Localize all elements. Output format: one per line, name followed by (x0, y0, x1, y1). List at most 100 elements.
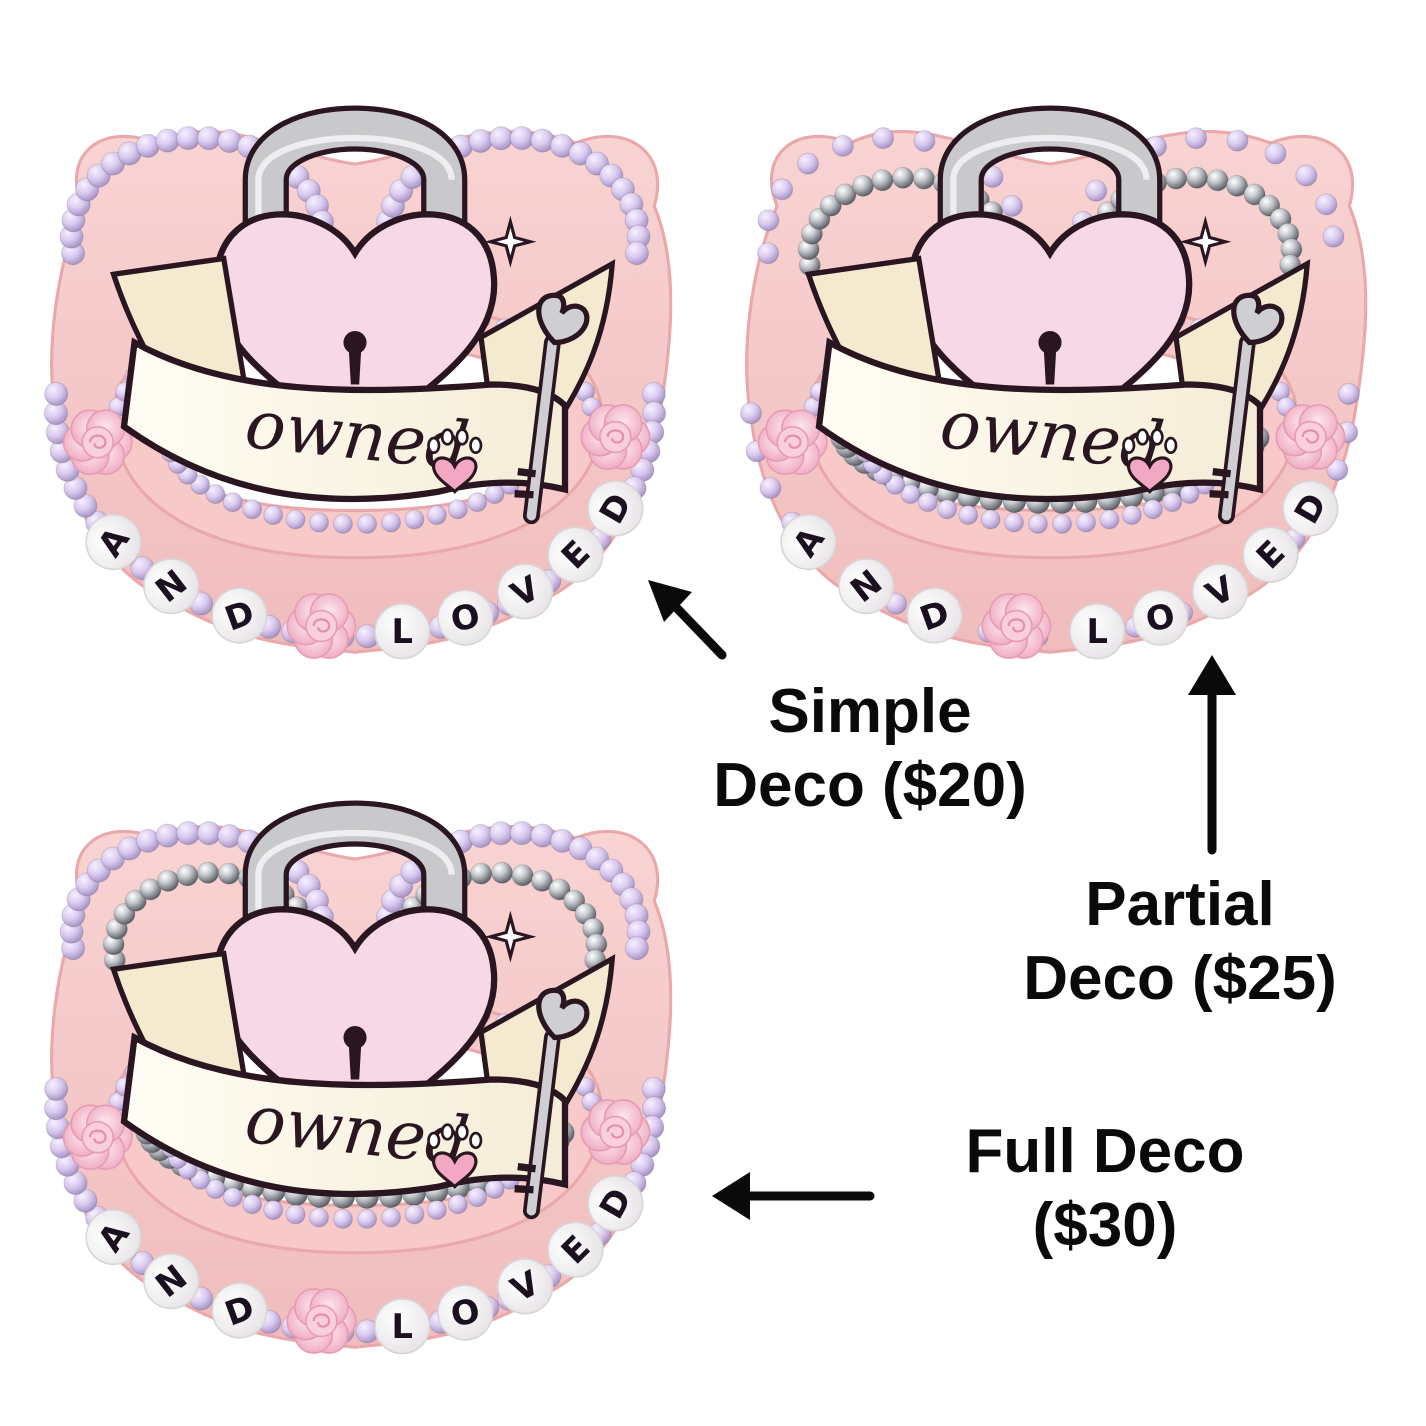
inner-pearl (205, 1179, 226, 1199)
caption-full-deco: Full Deco ($30) (920, 1115, 1290, 1264)
outer-pearl (1322, 225, 1345, 248)
outer-pearl (796, 152, 819, 175)
steel-bead (511, 864, 534, 887)
key-icon (514, 292, 590, 525)
letter-bead: A (780, 513, 837, 571)
letter-bead: N (143, 558, 200, 615)
letter-bead: D (211, 587, 268, 644)
inner-pearl (1004, 512, 1024, 533)
caption-full-line1: Full Deco (965, 1117, 1245, 1186)
inner-pearl (285, 509, 306, 530)
outer-pearl (1264, 142, 1287, 165)
outer-pearl (509, 820, 534, 846)
inner-pearl (447, 1194, 468, 1215)
letter-bead: E (547, 1221, 604, 1278)
letter-bead: E (1242, 526, 1299, 583)
letter-bead-text: L (1087, 612, 1108, 651)
inner-pearl (1179, 484, 1200, 504)
letter-bead: D (1282, 480, 1339, 537)
inner-pearl (885, 474, 906, 495)
letter-bead: V (1192, 563, 1249, 620)
outer-pearl (739, 402, 762, 425)
outer-pearl (488, 821, 514, 846)
outer-pearl (624, 241, 649, 266)
steel-bead (851, 174, 875, 197)
rose-icon (981, 593, 1052, 659)
inner-pearl (263, 1200, 284, 1220)
inner-pearl (484, 1179, 505, 1199)
outer-pearl (73, 493, 98, 518)
outer-pearl (155, 128, 180, 153)
outer-pearl (196, 821, 222, 846)
inner-pearl (381, 512, 401, 533)
rose-icon (580, 404, 651, 470)
outer-pearl (913, 129, 936, 153)
outer-pearl (1315, 193, 1338, 216)
letter-bead: A (85, 1208, 142, 1266)
letter-bead: D (211, 1282, 268, 1339)
outer-pearl (468, 823, 493, 849)
inner-pearl (447, 499, 468, 520)
outer-pearl (624, 936, 649, 961)
outer-pearl (196, 126, 222, 151)
inner-pearl (1121, 505, 1142, 525)
outer-pearl (831, 134, 854, 157)
inner-pearl (1162, 492, 1183, 513)
steel-bead (217, 862, 240, 885)
inner-pearl (426, 1200, 447, 1220)
inner-pearl (467, 1187, 488, 1208)
steel-bead (490, 861, 514, 884)
inner-pearl (958, 505, 979, 525)
letter-bead-text: L (392, 1307, 413, 1346)
key-icon (1209, 292, 1285, 525)
steel-bead (1225, 174, 1249, 197)
inner-pearl (309, 512, 329, 533)
inner-pearl (285, 1204, 306, 1225)
inner-pearl (1076, 512, 1096, 533)
rose-icon (286, 593, 357, 659)
outer-pearl (73, 1188, 98, 1213)
outer-pearl (468, 128, 493, 154)
outer-pearl (1337, 382, 1360, 405)
outer-pearl (757, 242, 780, 265)
caption-partial-deco: Partial Deco ($25) (985, 868, 1375, 1017)
letter-bead: D (587, 1175, 644, 1232)
outer-pearl (1085, 179, 1108, 202)
inner-pearl (484, 484, 505, 504)
outer-pearl (155, 823, 180, 848)
letter-bead: N (143, 1253, 200, 1310)
rose-icon (62, 1104, 133, 1171)
letter-bead-text: L (392, 612, 413, 651)
inner-pearl (404, 1204, 425, 1225)
inner-pearl (1142, 499, 1163, 520)
steel-bead (834, 183, 857, 206)
caption-simple-line2: Deco ($20) (713, 751, 1027, 821)
steel-bead (819, 194, 842, 217)
outer-pearl (488, 126, 514, 151)
rose-icon (757, 409, 828, 476)
letter-bead: N (838, 558, 895, 615)
steel-bead (530, 869, 554, 892)
inner-pearl (467, 492, 488, 513)
inner-pearl (1099, 509, 1120, 530)
arrow-up-left-icon (648, 580, 727, 660)
paw-heart-icon (427, 1123, 483, 1189)
letter-bead: D (587, 480, 644, 537)
steel-bead (176, 864, 199, 887)
inner-pearl (1027, 513, 1048, 534)
letter-bead: V (497, 563, 554, 620)
steel-bead (196, 861, 220, 884)
inner-pearl (205, 484, 226, 504)
inner-pearl (190, 474, 211, 495)
outer-pearl (176, 820, 201, 846)
steel-bead (470, 862, 493, 885)
outer-pearl (44, 1076, 69, 1102)
inner-pearl (381, 1207, 401, 1228)
inner-pearl (332, 513, 353, 534)
caption-simple-deco: Simple Deco ($20) (670, 675, 1070, 824)
letter-bead: A (85, 513, 142, 571)
steel-bead (912, 167, 935, 190)
